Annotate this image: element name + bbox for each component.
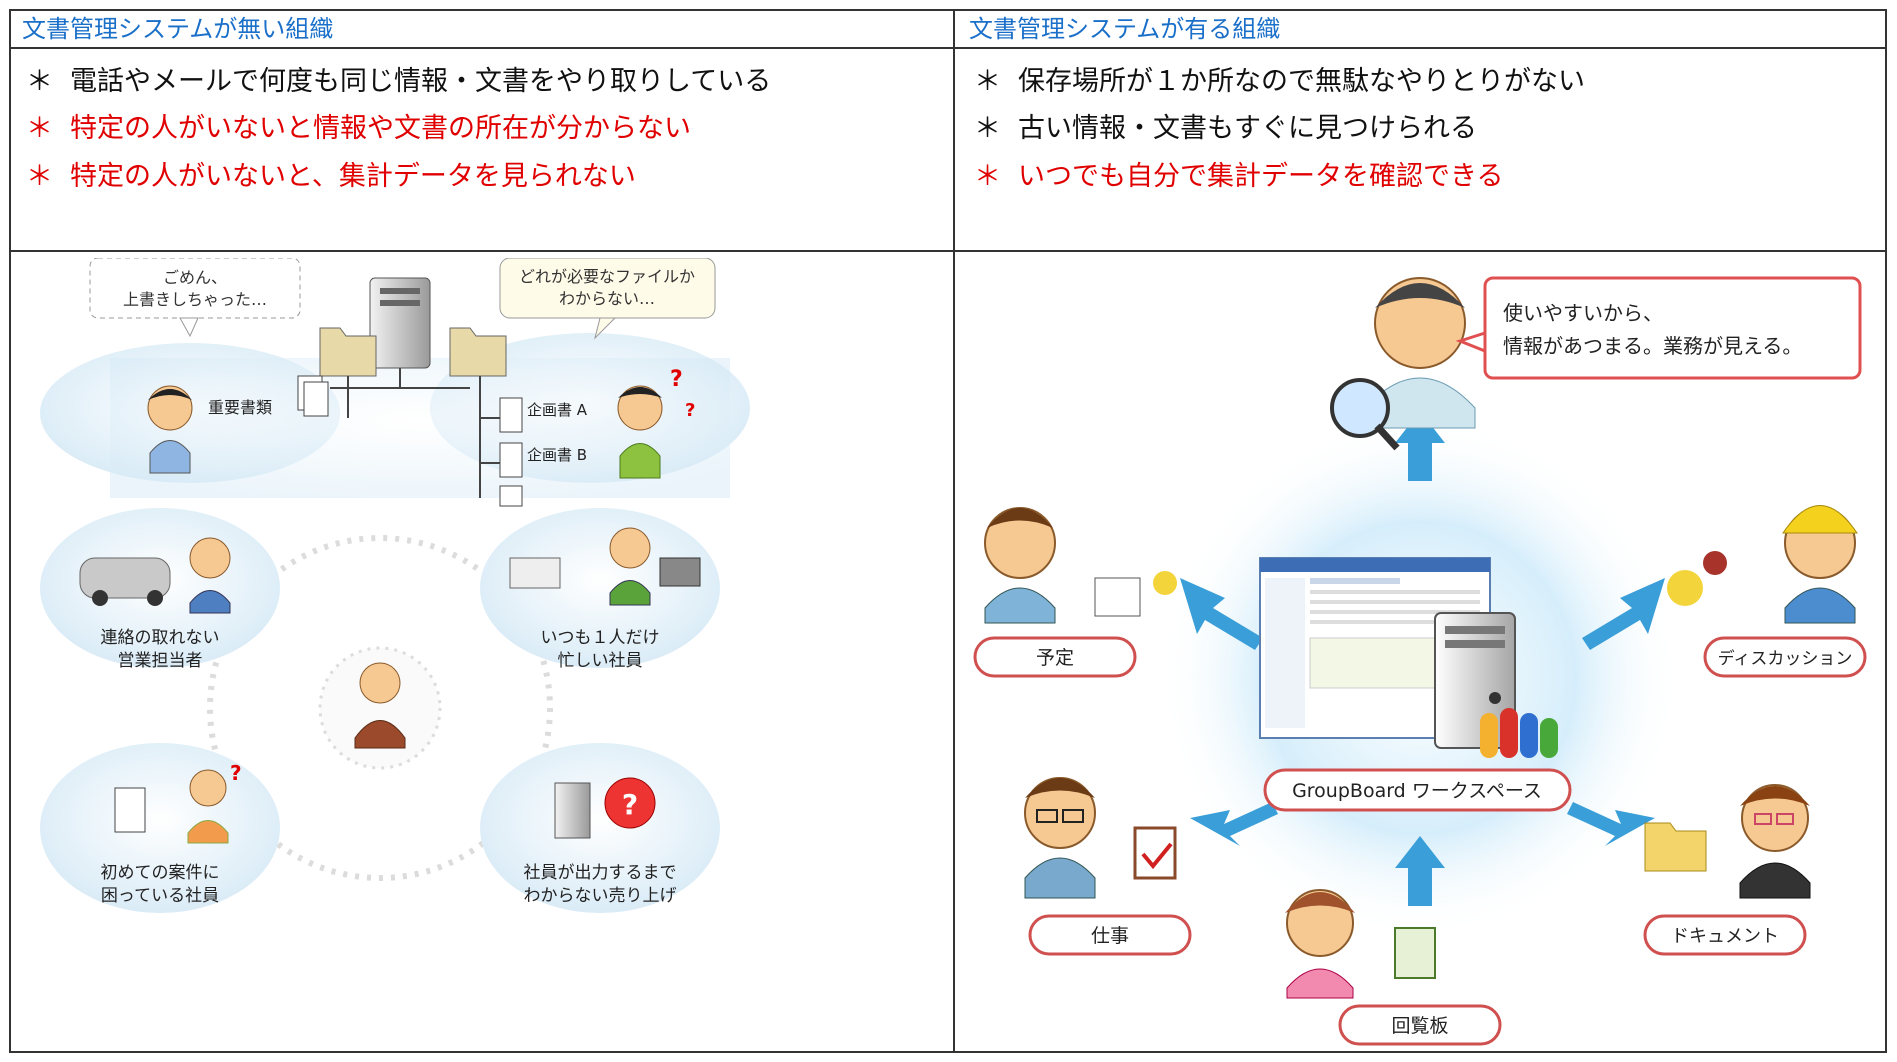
document-person-icon (1644, 784, 1811, 899)
left-bullet-1: ＊電話やメールで何度も同じ情報・文書をやり取りしている (26, 66, 772, 97)
discussion-label: ディスカッション (1703, 636, 1867, 678)
schedule-person-icon (984, 507, 1177, 624)
svg-text:ディスカッション: ディスカッション (1718, 648, 1853, 669)
arrow-upleft-icon (1567, 802, 1655, 846)
important-docs-label: 重要書類 (208, 398, 272, 417)
magnifier-icon (1330, 378, 1390, 438)
flow-arrows (1180, 411, 1665, 906)
work-person-icon (1024, 777, 1177, 899)
unknown-icon (604, 777, 656, 829)
left-bullet-3: ＊特定の人がいないと、集計データを見られない (26, 161, 636, 192)
work-label: 仕事 (1028, 914, 1192, 956)
server-icon (1434, 612, 1516, 749)
svg-text:わからない…: わからない… (559, 289, 655, 308)
sorry-bubble: ごめん、 上書きしちゃった… (89, 258, 301, 338)
car-icon (79, 557, 171, 599)
arrow-upright-icon (1190, 802, 1278, 846)
svg-text:困っている社員: 困っている社員 (101, 886, 219, 906)
svg-text:?: ? (622, 788, 638, 821)
manager-icon (1330, 277, 1476, 451)
confused-worker-icon (189, 769, 227, 807)
center-ring (318, 646, 442, 770)
question-mark-icon: ? (670, 367, 683, 392)
header-divider (9, 47, 1887, 49)
manager-icon (354, 662, 406, 749)
discussion-person-icon (1667, 505, 1858, 624)
arrow-up-icon (1395, 836, 1445, 906)
arrow-left-icon (1582, 578, 1665, 650)
server-icon (554, 782, 591, 839)
circular-person-icon (1285, 889, 1436, 999)
report-cloud: ? 社員が出力するまで わからない売り上げ (480, 743, 720, 913)
speech-bubble: 使いやすいから、 情報があつまる。業務が見える。 (1455, 276, 1862, 380)
document-label: ドキュメント (1643, 914, 1807, 956)
svg-text:営業担当者: 営業担当者 (118, 651, 203, 671)
doc-b-label: 企画書 B (527, 446, 587, 464)
chick-icon (1153, 571, 1177, 595)
duck-icon (1667, 570, 1703, 606)
svg-text:仕事: 仕事 (1091, 925, 1129, 947)
laptop-icon (659, 557, 701, 587)
confused-man-icon (617, 385, 663, 479)
svg-text:忙しい社員: 忙しい社員 (558, 651, 643, 671)
workspace-label: GroupBoard ワークスペース (1263, 768, 1572, 812)
folder-icon (1644, 822, 1707, 872)
svg-text:どれが必要なファイルか: どれが必要なファイルか (519, 267, 695, 286)
salesman-icon (189, 537, 231, 579)
first-case-cloud: ? 初めての案件に 困っている社員 (40, 743, 280, 913)
board-icon (1394, 927, 1436, 979)
busy-worker-icon (609, 527, 651, 569)
left-illustration: ごめん、 上書きしちゃった… 重要書類 どれが必要なファイルか わからない… 企… (40, 258, 750, 913)
svg-text:連絡の取れない: 連絡の取れない (101, 628, 220, 648)
left-header: 文書管理システムが無い組織 (22, 15, 334, 43)
team-icon (1480, 708, 1558, 758)
busy-cloud: いつも１人だけ 忙しい社員 (480, 508, 720, 671)
svg-text:上書きしちゃった…: 上書きしちゃった… (123, 290, 267, 309)
right-header: 文書管理システムが有る組織 (969, 15, 1281, 43)
left-bullet-2: ＊特定の人がいないと情報や文書の所在が分からない (26, 113, 691, 144)
bullets-divider (9, 250, 1887, 252)
schedule-label: 予定 (973, 636, 1137, 678)
svg-text:初めての案件に: 初めての案件に (101, 863, 220, 883)
svg-text:使いやすいから、: 使いやすいから、 (1503, 301, 1663, 325)
doc-a-label: 企画書 A (527, 401, 588, 419)
dashed-ring (207, 535, 553, 881)
folder-icon (319, 327, 507, 498)
svg-text:回覧板: 回覧板 (1391, 1015, 1448, 1037)
document-icon (297, 375, 523, 507)
right-bullet-1: ＊保存場所が１か所なので無駄なやりとりがない (974, 66, 1585, 97)
clipboard-icon (1133, 826, 1177, 880)
paper-stack-icon (509, 557, 561, 589)
server-icon (330, 277, 470, 389)
svg-text:社員が出力するまで: 社員が出力するまで (524, 863, 677, 883)
svg-text:情報があつまる。業務が見える。: 情報があつまる。業務が見える。 (1503, 334, 1802, 358)
circular-label: 回覧板 (1338, 1004, 1502, 1046)
question-mark-icon: ? (230, 761, 242, 785)
which-file-bubble: どれが必要なファイルか わからない… (499, 258, 716, 340)
column-divider (953, 9, 955, 1053)
document-icon (114, 787, 146, 833)
svg-text:わからない売り上げ: わからない売り上げ (524, 886, 677, 906)
arrow-right-icon (1180, 578, 1263, 650)
svg-text:予定: 予定 (1036, 647, 1074, 669)
question-mark-icon: ? (685, 400, 695, 421)
svg-text:いつも１人だけ: いつも１人だけ (541, 628, 660, 648)
right-illustration: GroupBoard ワークスペース 使いやすいから、 情報があつまる。業務が見… (973, 276, 1867, 1046)
calendar-icon (1094, 577, 1141, 617)
svg-text:ドキュメント: ドキュメント (1671, 926, 1779, 947)
right-bullet-3: ＊いつでも自分で集計データを確認できる (974, 161, 1504, 192)
comparison-table (9, 9, 1887, 1053)
svg-text:ごめん、: ごめん、 (163, 268, 227, 287)
worried-man-icon (147, 385, 193, 474)
sales-cloud: 連絡の取れない 営業担当者 (40, 508, 280, 671)
helmet-icon (1782, 505, 1858, 534)
svg-text:GroupBoard ワークスペース: GroupBoard ワークスペース (1292, 780, 1542, 802)
right-bullet-2: ＊古い情報・文書もすぐに見つけられる (974, 113, 1477, 144)
pushpin-icon (1703, 551, 1727, 575)
